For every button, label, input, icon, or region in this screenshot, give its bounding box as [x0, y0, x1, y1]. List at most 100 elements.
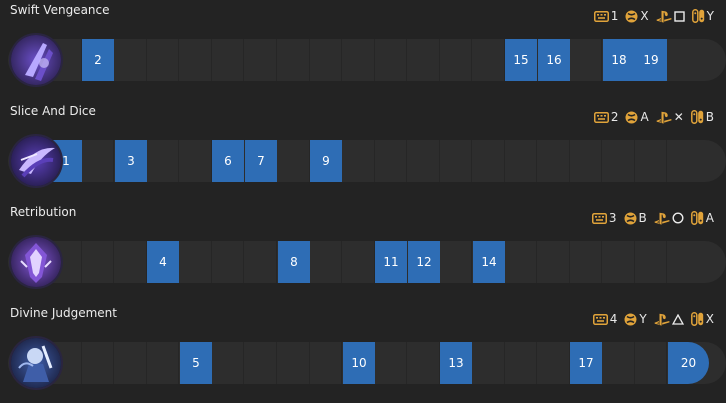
level-cell-active: 4: [147, 241, 179, 283]
level-cell-empty: [115, 39, 147, 81]
switch-key-label: Y: [706, 9, 714, 23]
level-cell-empty: [603, 140, 635, 182]
level-cell-active: 3: [115, 140, 147, 182]
level-cell-empty: [570, 39, 602, 81]
swift-vengeance-skill-icon: [11, 35, 61, 85]
xbox-icon: [625, 10, 638, 23]
level-cell-active: 9: [310, 140, 342, 182]
level-cell-empty: [505, 140, 537, 182]
xbox-key-label: X: [640, 9, 649, 23]
level-cell-empty: [538, 140, 570, 182]
level-cell-active: 5: [180, 342, 212, 384]
level-cell-empty: [440, 241, 472, 283]
level-cell-empty: [668, 140, 700, 182]
level-cell-empty: [635, 140, 667, 182]
level-cell-empty: [245, 241, 277, 283]
keyboard-binding: 2: [593, 110, 619, 124]
level-cell-active: 16: [538, 39, 570, 81]
level-cell-empty: [50, 342, 82, 384]
keyboard-icon: [592, 313, 608, 325]
level-cell-empty: [408, 140, 440, 182]
level-cell-empty: [278, 39, 310, 81]
level-cell-empty: [82, 140, 114, 182]
xbox-icon: [624, 313, 637, 326]
level-cell-empty: [310, 39, 342, 81]
level-cell-empty: [212, 241, 244, 283]
level-cell-active: 10: [343, 342, 375, 384]
keyboard-binding: 3: [591, 211, 617, 225]
level-cell-empty: [278, 140, 310, 182]
level-cell-empty: [343, 39, 375, 81]
level-cell-empty: [375, 140, 407, 182]
level-cell-empty: [310, 342, 342, 384]
level-cell-active: 2: [82, 39, 114, 81]
level-cell-empty: [440, 39, 472, 81]
playstation-icon: [654, 212, 670, 225]
xbox-key-label: A: [640, 110, 649, 124]
switch-binding: A: [690, 211, 714, 225]
level-cell-empty: [668, 241, 700, 283]
switch-icon: [690, 211, 704, 225]
xbox-binding: A: [625, 110, 649, 124]
level-cell-active: 6: [212, 140, 244, 182]
playstation-key-label: △: [671, 313, 684, 325]
xbox-binding: X: [625, 9, 649, 23]
xbox-key-label: B: [638, 211, 647, 225]
level-cell-empty: [212, 39, 244, 81]
xbox-icon: [624, 212, 637, 225]
keyboard-key-label: 2: [610, 110, 619, 124]
keybinds: 3 B ○ A: [585, 211, 714, 225]
level-cell-empty: [668, 39, 700, 81]
level-cell-active: 12: [408, 241, 440, 283]
playstation-key-label: □: [673, 10, 685, 22]
level-cell-empty: [473, 140, 505, 182]
level-cell-active: 18: [603, 39, 635, 81]
playstation-icon: [654, 313, 670, 326]
level-cell-empty: [115, 241, 147, 283]
level-cell-empty: [278, 342, 310, 384]
level-cell-empty: [635, 241, 667, 283]
skill-name: Slice And Dice: [10, 104, 96, 118]
level-cell-empty: [147, 140, 179, 182]
playstation-binding: △: [654, 313, 684, 326]
level-cell-empty: [147, 39, 179, 81]
xbox-binding: Y: [624, 312, 647, 326]
level-cell-empty: [50, 241, 82, 283]
divine-judgement-skill-icon: [11, 338, 61, 388]
level-cell-empty: [408, 342, 440, 384]
playstation-key-label: ○: [672, 212, 684, 224]
playstation-key-label: ✕: [673, 110, 684, 124]
playstation-binding: ✕: [656, 110, 684, 124]
level-cell-empty: [343, 241, 375, 283]
switch-icon: [690, 312, 704, 326]
playstation-binding: □: [656, 10, 685, 23]
switch-key-label: X: [705, 312, 714, 326]
level-cell-empty: [82, 241, 114, 283]
level-cell-empty: [375, 342, 407, 384]
level-cell-empty: [505, 241, 537, 283]
level-cell-empty: [635, 342, 667, 384]
level-cell-empty: [505, 342, 537, 384]
keyboard-key-label: 1: [610, 9, 619, 23]
xbox-icon: [625, 111, 638, 124]
retribution-skill-icon: [11, 237, 61, 287]
switch-icon: [691, 9, 705, 23]
level-cell-active: 7: [245, 140, 277, 182]
level-cell-active: 19: [635, 39, 667, 81]
playstation-icon: [656, 111, 672, 124]
level-cell-empty: [180, 241, 212, 283]
level-cell-empty: [115, 342, 147, 384]
level-cell-active: 11: [375, 241, 407, 283]
keybinds: 1 X □ Y: [587, 9, 714, 23]
level-cell-empty: [408, 39, 440, 81]
level-cell-active: 14: [473, 241, 505, 283]
skill-name: Retribution: [10, 205, 77, 219]
keyboard-icon: [591, 212, 607, 224]
